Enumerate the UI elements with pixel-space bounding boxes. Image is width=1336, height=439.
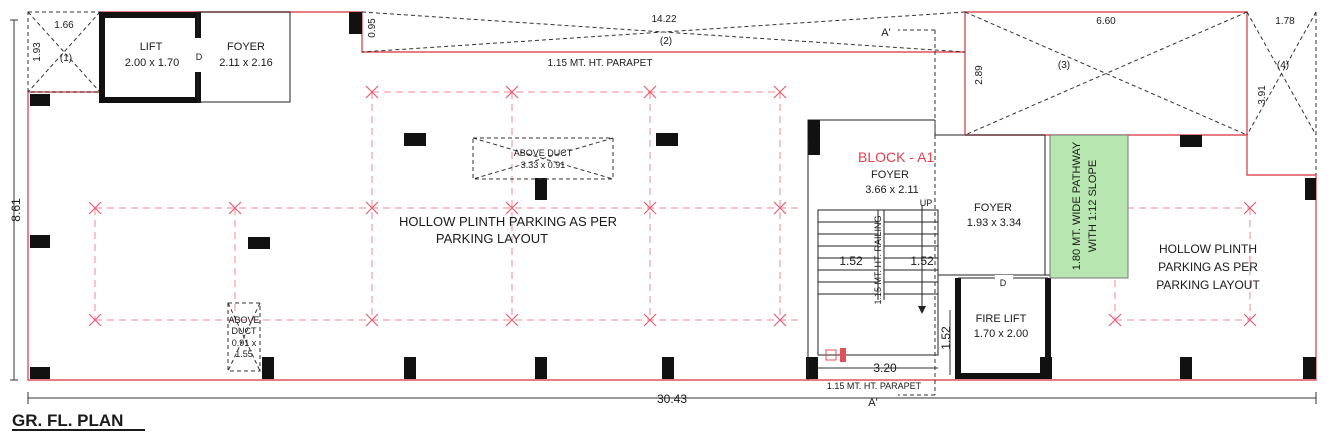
railing-note: 1.15 MT. HT. RAILING: [873, 215, 883, 304]
foyer-side-name: FOYER: [974, 202, 1012, 214]
pathway-ramp: [1049, 134, 1129, 279]
foyer-block-size: 3.66 x 2.11: [865, 184, 919, 196]
parapet-offset: 0.95: [367, 18, 378, 38]
terrace2-width: 14.22: [651, 14, 676, 25]
parking-right-line3: PARKING LAYOUT: [1156, 278, 1260, 292]
section-marker-bottom: A': [868, 397, 877, 409]
marker-2: (2): [660, 36, 672, 47]
foyer-block-name: FOYER: [871, 169, 909, 181]
block-label: BLOCK - A1: [858, 149, 934, 165]
marker-3: (3): [1058, 60, 1070, 71]
duct-left-line1: ABOVE: [228, 315, 259, 325]
stair-width-right: 1.52: [910, 254, 934, 268]
lift-name: LIFT: [140, 41, 163, 53]
block-a1-core: [807, 29, 1051, 396]
corner1-width: 1.66: [54, 20, 74, 31]
duct-left-line3: 0.91 x: [232, 338, 257, 348]
plan-title: GR. FL. PLAN: [12, 411, 123, 430]
terrace3-width: 6.60: [1096, 16, 1116, 27]
stair-up-label: UP: [920, 198, 933, 208]
parapet-top: 1.15 MT. HT. PARAPET: [548, 58, 653, 69]
parking-main-line2: PARKING LAYOUT: [436, 231, 548, 246]
overall-depth: 8.61: [9, 198, 23, 222]
fire-lift-size: 1.70 x 2.00: [974, 328, 1028, 340]
section-marker-top: A': [881, 27, 890, 39]
duct-left-line4: 1.55: [235, 349, 253, 359]
parapet-bottom: 1.15 MT. HT. PARAPET: [827, 381, 922, 391]
terrace3-depth: 2.89: [974, 65, 985, 85]
terrace-4-hatch: [1246, 11, 1317, 175]
pathway-line1: 1.80 MT. WIDE PATHWAY: [1071, 141, 1083, 270]
foyer-top-name: FOYER: [227, 41, 265, 53]
foyer-top-size: 2.11 x 2.16: [219, 57, 273, 69]
dimension-lines: [10, 19, 1317, 404]
stair-width-left: 1.52: [839, 254, 863, 268]
duct-top: [472, 137, 614, 180]
foyer-side-size: 1.93 x 3.34: [967, 217, 1021, 229]
corner1-depth: 1.93: [32, 42, 43, 62]
stair-bottom-width: 3.20: [873, 361, 897, 375]
fire-lift-name: FIRE LIFT: [976, 313, 1027, 325]
pathway-line2: WITH 1:12 SLOPE: [1087, 160, 1099, 252]
marker-4: (4): [1277, 60, 1289, 71]
parking-right-line2: PARKING AS PER: [1158, 260, 1258, 274]
marker-1: (1): [60, 53, 72, 64]
fire-lift-door: D: [1000, 278, 1007, 288]
duct-top-name: ABOVE DUCT: [514, 148, 573, 158]
duct-left-line2: DUCT: [232, 326, 257, 336]
overall-width: 30.43: [657, 392, 687, 406]
terrace-3-hatch: [964, 11, 1248, 136]
terrace-2-hatch: [361, 11, 966, 53]
parking-main-line1: HOLLOW PLINTH PARKING AS PER: [399, 214, 617, 229]
landing-depth: 1.52: [939, 326, 953, 350]
duct-left: [227, 302, 261, 372]
lift-size: 2.00 x 1.70: [125, 57, 179, 69]
parking-right-line1: HOLLOW PLINTH: [1159, 242, 1257, 256]
terrace4-width: 1.78: [1275, 16, 1295, 27]
grid-intersection-marks: [88, 85, 1257, 327]
lift-core: [99, 11, 291, 103]
lift-door: D: [196, 52, 203, 62]
duct-top-size: 3.33 x 0.91: [521, 160, 566, 170]
terrace4-depth: 3.91: [1257, 85, 1268, 105]
